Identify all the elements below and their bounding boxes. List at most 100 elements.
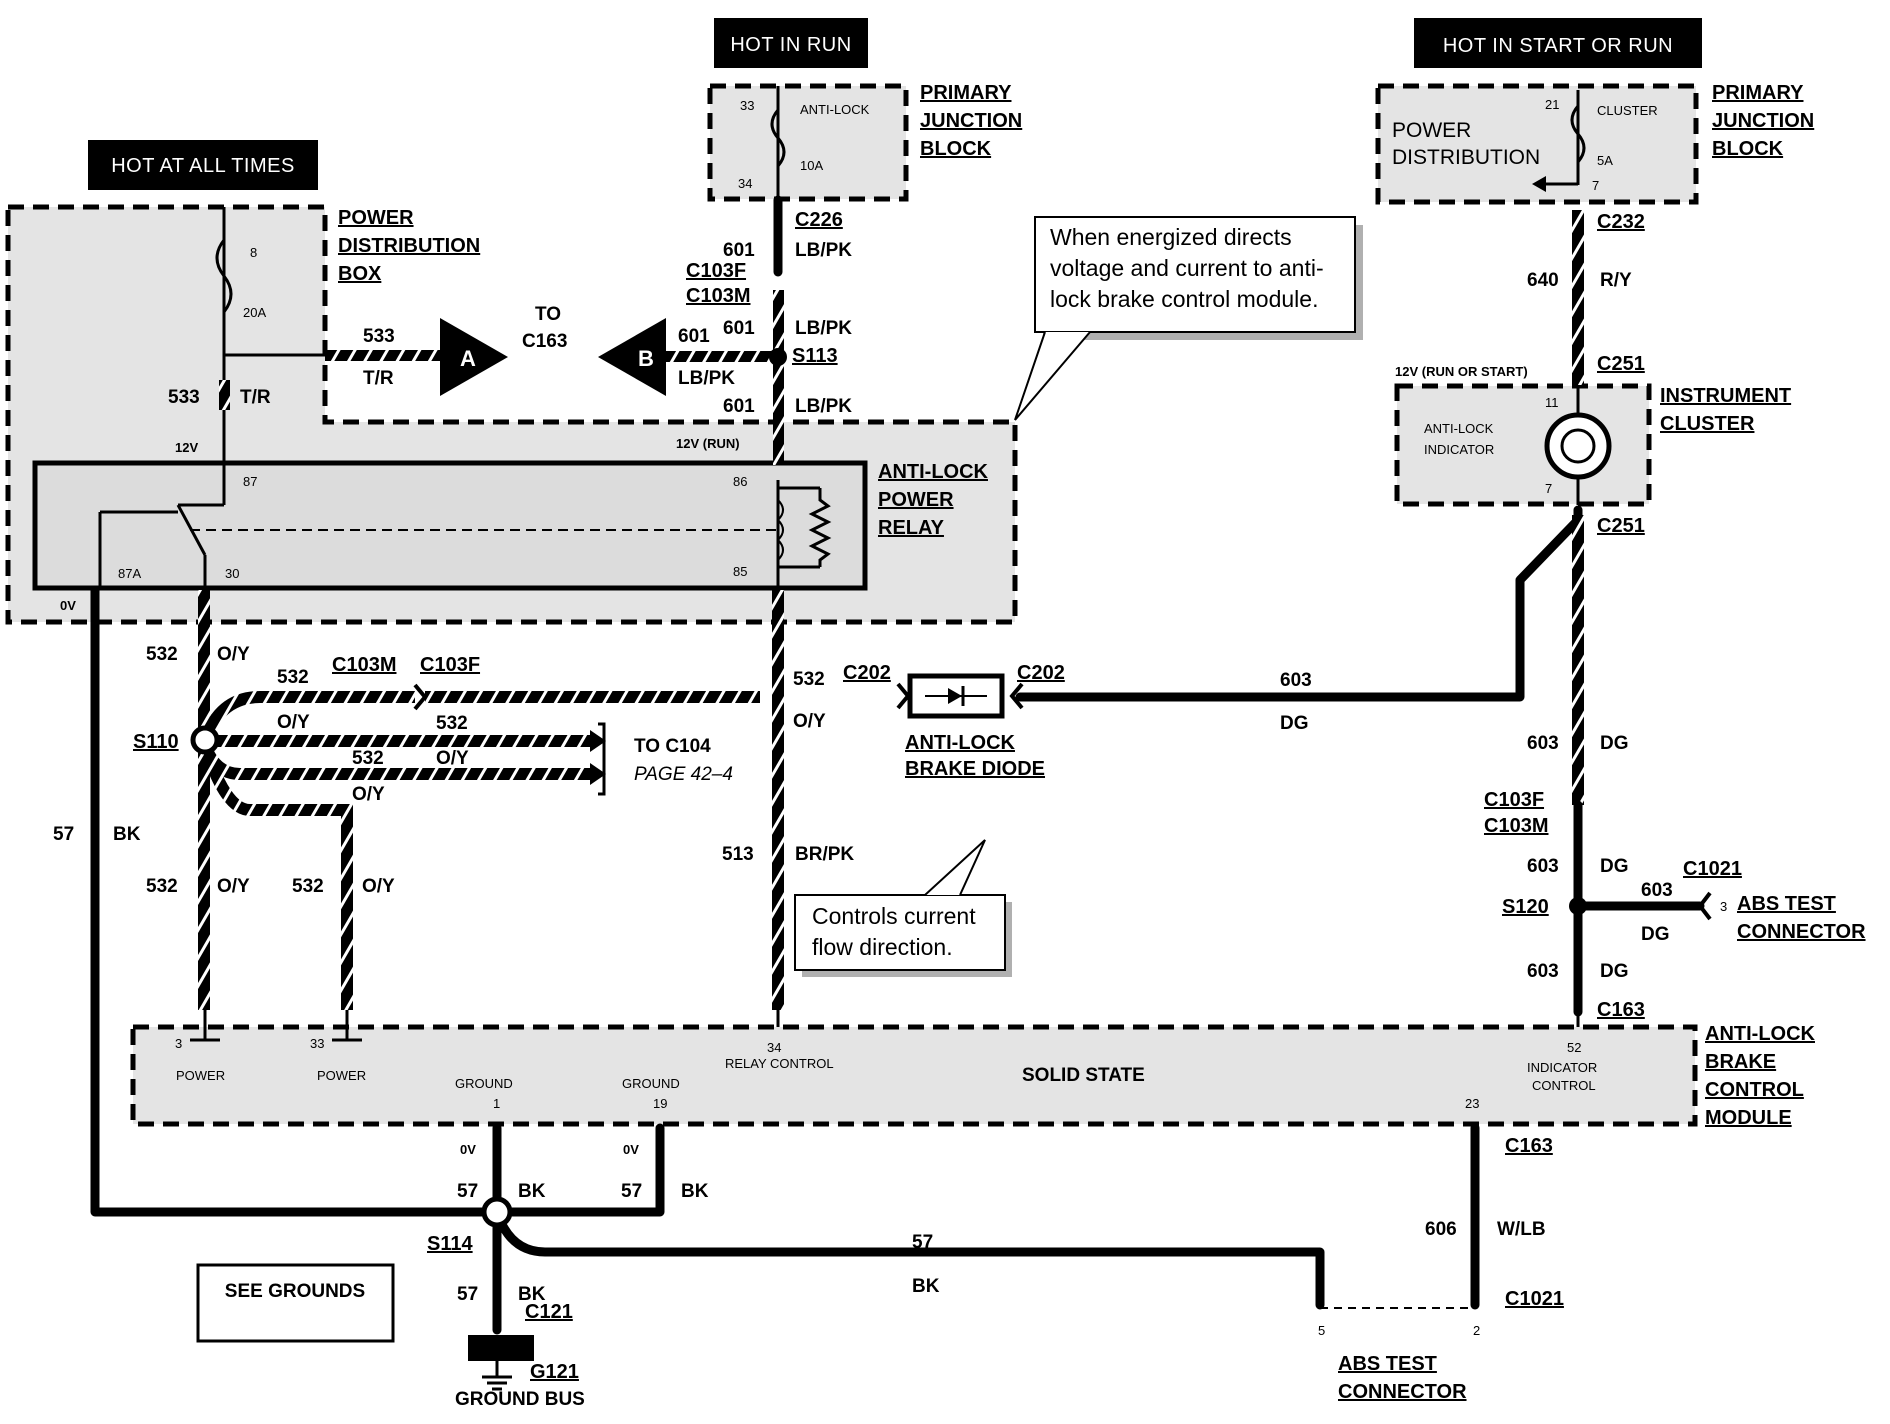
svg-text:ANTI-LOCK: ANTI-LOCK [878,461,989,483]
label-abs-test-connector-right: ABS TEST CONNECTOR [1737,893,1866,943]
svg-text:C103F: C103F [420,654,480,676]
wire-533-tr-vertical [219,380,230,410]
svg-text:BK: BK [681,1181,709,1202]
svg-text:O/Y: O/Y [217,876,250,897]
svg-text:C1021: C1021 [1683,858,1742,880]
svg-text:5: 5 [1318,1323,1325,1338]
wire-513-brpk [772,590,784,1010]
svg-text:DG: DG [1280,713,1309,734]
svg-text:C103M: C103M [1484,815,1548,837]
svg-text:S113: S113 [792,345,838,367]
svg-text:BK: BK [113,824,141,845]
svg-text:BR/PK: BR/PK [795,844,854,865]
wire-533-tr-horizontal [325,350,440,361]
offpage-connector-a: A [440,318,508,396]
svg-text:C251: C251 [1597,515,1645,537]
svg-text:INDICATOR: INDICATOR [1424,442,1494,457]
svg-text:532: 532 [146,876,178,897]
svg-text:DG: DG [1600,856,1629,877]
svg-text:23: 23 [1465,1096,1479,1111]
svg-text:532: 532 [793,669,825,690]
offpage-connector-b: B [598,318,666,396]
wire-57-bk-pin19 [492,1123,665,1217]
svg-text:52: 52 [1567,1040,1581,1055]
svg-text:RELAY CONTROL: RELAY CONTROL [725,1056,834,1071]
svg-text:3: 3 [175,1036,182,1051]
svg-text:INDICATOR: INDICATOR [1527,1060,1597,1075]
svg-text:57: 57 [621,1181,642,1202]
svg-text:601: 601 [678,326,710,347]
svg-text:O/Y: O/Y [217,644,250,665]
svg-text:ABS TEST: ABS TEST [1737,893,1836,915]
label-anti-lock-brake-diode: ANTI-LOCK BRAKE DIODE [905,732,1045,780]
svg-text:8: 8 [250,245,257,260]
wire-57-bk-relay-ground [90,585,502,1217]
label-solid-state: SOLID STATE [1022,1065,1145,1086]
svg-text:Controls current: Controls current [812,903,976,929]
svg-text:7: 7 [1545,481,1552,496]
wire-57-bk-to-test [492,1207,1325,1310]
svg-text:532: 532 [146,644,178,665]
svg-text:30: 30 [225,566,239,581]
anti-lock-indicator-lamp [1544,386,1612,505]
wire-640-ry [1572,210,1584,385]
svg-text:ANTI-LOCK: ANTI-LOCK [800,102,870,117]
svg-text:BK: BK [518,1284,546,1305]
svg-text:HOT AT ALL TIMES: HOT AT ALL TIMES [111,155,295,177]
wire-603-dg-vertical [1572,515,1584,805]
svg-text:533: 533 [363,326,395,347]
svg-text:CONNECTOR: CONNECTOR [1737,921,1866,943]
svg-text:HOT IN RUN: HOT IN RUN [730,34,851,56]
splice-s110 [190,725,220,755]
wire-532-to-pin33 [199,743,353,1010]
svg-text:POWER: POWER [1392,119,1471,142]
svg-text:POWER: POWER [176,1068,225,1083]
ground-symbol [482,1361,512,1391]
label-power-distribution-box: POWER DISTRIBUTION BOX [338,207,480,285]
svg-text:W/LB: W/LB [1497,1219,1546,1240]
svg-text:1: 1 [493,1096,500,1111]
svg-text:S120: S120 [1502,896,1549,918]
svg-text:S114: S114 [427,1233,473,1255]
svg-text:BK: BK [518,1181,546,1202]
svg-text:HOT IN START OR RUN: HOT IN START OR RUN [1443,35,1673,57]
svg-text:87: 87 [243,474,257,489]
svg-text:RELAY: RELAY [878,517,945,539]
svg-text:S110: S110 [133,731,179,753]
see-grounds-box: SEE GROUNDS [196,1263,395,1343]
diode-note-callout: Controls current flow direction. [794,839,1012,977]
svg-text:lock brake control module.: lock brake control module. [1050,286,1318,312]
label-ground-bus: GROUND BUS [455,1389,585,1410]
svg-text:O/Y: O/Y [436,748,469,769]
svg-text:DISTRIBUTION: DISTRIBUTION [1392,146,1540,169]
label-abs-test-connector-bottom: ABS TEST CONNECTOR [1338,1353,1467,1403]
svg-text:ABS TEST: ABS TEST [1338,1353,1437,1375]
module-pin-stubs [190,1010,1580,1042]
svg-text:T/R: T/R [363,368,394,389]
fuse-labels: 8 20A 33 ANTI-LOCK 10A 34 21 CLUSTER 5A … [243,97,1658,320]
wire-532-oy-upper [198,590,210,735]
svg-text:533: 533 [168,387,200,408]
relay-note-callout: When energized directs voltage and curre… [1014,216,1363,421]
svg-text:GROUND: GROUND [455,1076,513,1091]
svg-text:LB/PK: LB/PK [795,318,852,339]
connector-labels: C226 C103F C103M S113 C232 C251 C251 C10… [133,209,1742,1383]
svg-text:POWER: POWER [317,1068,366,1083]
wire-532-s110-c104-b [235,768,590,780]
svg-text:601: 601 [723,318,755,339]
svg-text:12V (RUN): 12V (RUN) [676,436,740,451]
svg-text:CLUSTER: CLUSTER [1597,103,1658,118]
svg-text:LB/PK: LB/PK [795,240,852,261]
svg-text:G121: G121 [530,1361,579,1383]
svg-text:20A: 20A [243,305,266,320]
svg-text:R/Y: R/Y [1600,270,1632,291]
hot-in-run-header: HOT IN RUN [714,18,868,68]
svg-text:BLOCK: BLOCK [1712,138,1784,160]
svg-text:12V (RUN OR START): 12V (RUN OR START) [1395,364,1528,379]
svg-text:0V: 0V [460,1142,476,1157]
svg-text:532: 532 [352,748,384,769]
svg-text:JUNCTION: JUNCTION [1712,110,1814,132]
svg-text:CONTROL: CONTROL [1705,1079,1804,1101]
svg-text:0V: 0V [623,1142,639,1157]
svg-text:2: 2 [1473,1323,1480,1338]
